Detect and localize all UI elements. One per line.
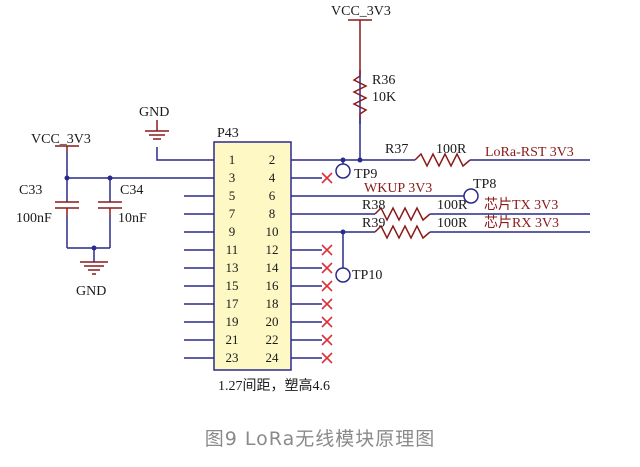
pin-number-13: 13 (226, 260, 239, 275)
r37-ref: R37 (385, 142, 408, 157)
c34-value: 10nF (118, 211, 147, 226)
pin-number-14: 14 (266, 260, 280, 275)
no-connect-mark-12 (321, 244, 333, 256)
r39-value: 100R (437, 216, 468, 231)
no-connect-mark-18 (321, 298, 333, 310)
chip-rx-label: 芯片RX 3V3 (484, 215, 559, 231)
pin-number-7: 7 (229, 206, 236, 221)
pin-number-12: 12 (266, 242, 279, 257)
no-connect-mark-22 (321, 334, 333, 346)
wkup-label: WKUP 3V3 (364, 181, 432, 196)
c33-value: 100nF (16, 211, 52, 226)
pin-number-15: 15 (226, 278, 239, 293)
pin-number-9: 9 (229, 224, 236, 239)
pin-number-5: 5 (229, 188, 236, 203)
no-connect-mark-20 (321, 316, 333, 328)
no-connect-mark-14 (321, 262, 333, 274)
pin-number-19: 19 (226, 314, 239, 329)
pin-number-11: 11 (226, 242, 239, 257)
junction-dots (64, 157, 363, 251)
lora-schematic: 135791113151719212324681012141618202224 … (16, 4, 590, 394)
pin-number-2: 2 (269, 152, 276, 167)
pin-number-1: 1 (229, 152, 236, 167)
connector-ref: P43 (217, 126, 239, 141)
figure-caption: 图9 LoRa无线模块原理图 (204, 428, 436, 450)
r38-ref: R38 (362, 198, 385, 213)
c34-ref: C34 (120, 183, 143, 198)
lora-rst-label: LoRa-RST 3V3 (485, 145, 574, 160)
gnd-bottom-label: GND (76, 284, 106, 299)
wires (66, 70, 590, 359)
chip-tx-label: 芯片TX 3V3 (484, 197, 558, 213)
pin-number-21: 21 (226, 332, 239, 347)
pin-number-16: 16 (266, 278, 280, 293)
no-connect-mark-16 (321, 280, 333, 292)
pin-number-23: 23 (226, 350, 239, 365)
tp10-label: TP10 (352, 268, 382, 283)
pin-number-4: 4 (269, 170, 276, 185)
r39-ref: R39 (362, 216, 385, 231)
r36-ref: R36 (372, 73, 395, 88)
pin-number-22: 22 (266, 332, 279, 347)
vcc-top-label: VCC_3V3 (331, 4, 391, 19)
pin-number-24: 24 (266, 350, 280, 365)
r36-value: 10K (372, 90, 396, 105)
pin-number-3: 3 (229, 170, 236, 185)
pin-number-17: 17 (226, 296, 240, 311)
connector-note: 1.27间距，塑高4.6 (218, 377, 330, 394)
gnd-top-label: GND (139, 105, 169, 120)
pin-number-20: 20 (266, 314, 279, 329)
pin-number-6: 6 (269, 188, 276, 203)
vcc-left-label: VCC_3V3 (31, 132, 91, 147)
no-connect-marks (321, 172, 333, 364)
pin-number-10: 10 (266, 224, 279, 239)
r38-value: 100R (437, 198, 468, 213)
components (55, 19, 479, 283)
no-connect-mark-4 (321, 172, 333, 184)
no-connect-mark-24 (321, 352, 333, 364)
tp9-label: TP9 (354, 167, 377, 182)
c33-ref: C33 (19, 183, 42, 198)
pin-number-8: 8 (269, 206, 276, 221)
r37-value: 100R (436, 142, 467, 157)
connector-p43-body (213, 141, 292, 371)
pin-number-18: 18 (266, 296, 279, 311)
tp8-label: TP8 (473, 177, 496, 192)
